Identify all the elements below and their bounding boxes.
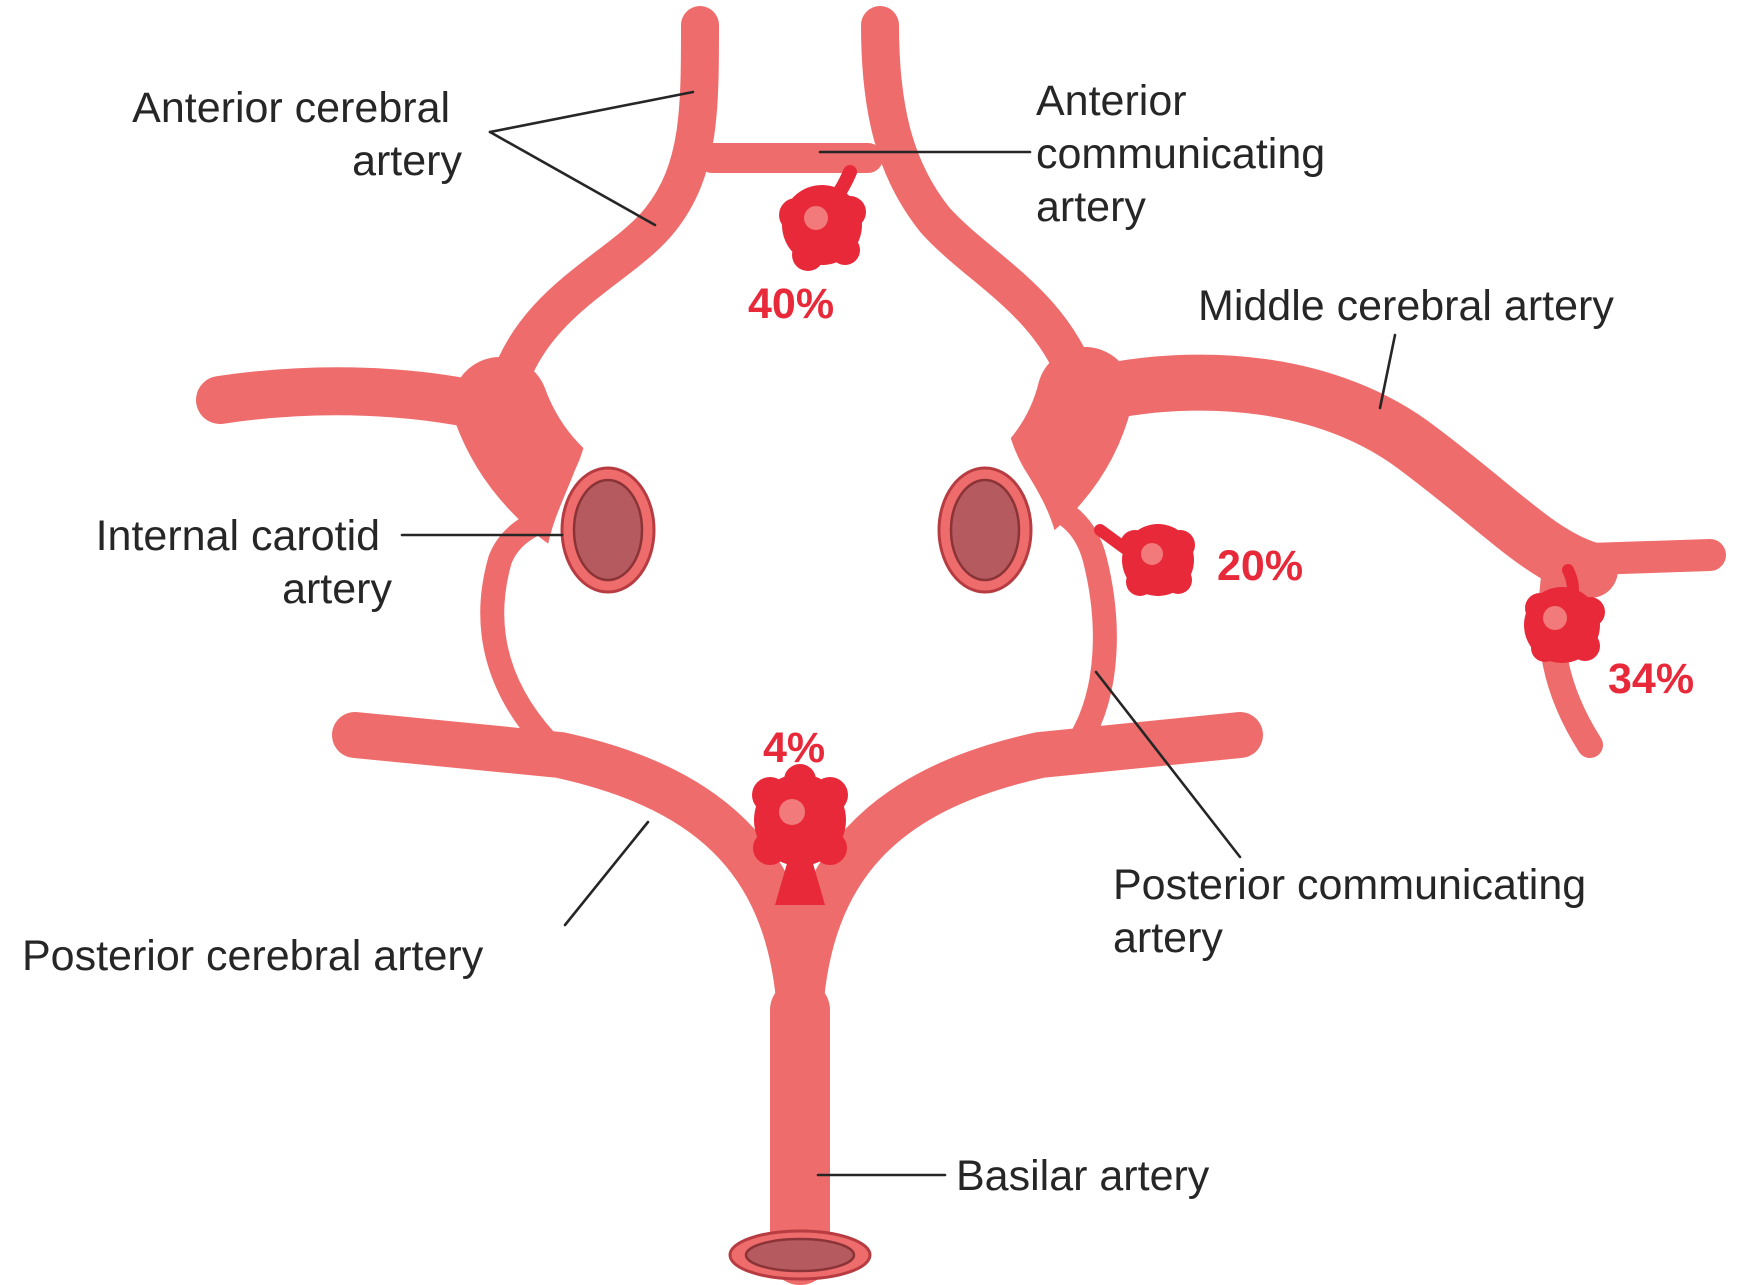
label-middle-cerebral-artery: Middle cerebral artery [1198, 282, 1614, 330]
percent-anterior-communicating: 40% [748, 280, 834, 328]
leader-anterior-cerebral-lower [490, 132, 655, 225]
leader-anterior-cerebral-upper [490, 92, 693, 132]
percent-posterior-communicating: 20% [1217, 542, 1303, 590]
percent-middle-cerebral: 34% [1608, 655, 1694, 703]
aneurysm-posterior-communicating [1100, 524, 1195, 596]
label-anterior-cerebral-artery: Anterior cerebral artery [132, 84, 462, 185]
label-posterior-cerebral-artery: Posterior cerebral artery [22, 932, 484, 980]
label-anterior-communicating-artery: Anterior communicating artery [1036, 77, 1337, 231]
label-basilar-artery: Basilar artery [956, 1152, 1210, 1200]
label-posterior-communicating-artery: Posterior communicating artery [1113, 861, 1598, 962]
percent-basilar-tip: 4% [763, 724, 825, 772]
middle-cerebral-artery-left-vessel [220, 391, 500, 410]
middle-cerebral-branch-upper [1560, 555, 1710, 560]
label-internal-carotid-artery: Internal carotid artery [96, 512, 393, 613]
leader-posterior-cerebral [565, 822, 648, 925]
